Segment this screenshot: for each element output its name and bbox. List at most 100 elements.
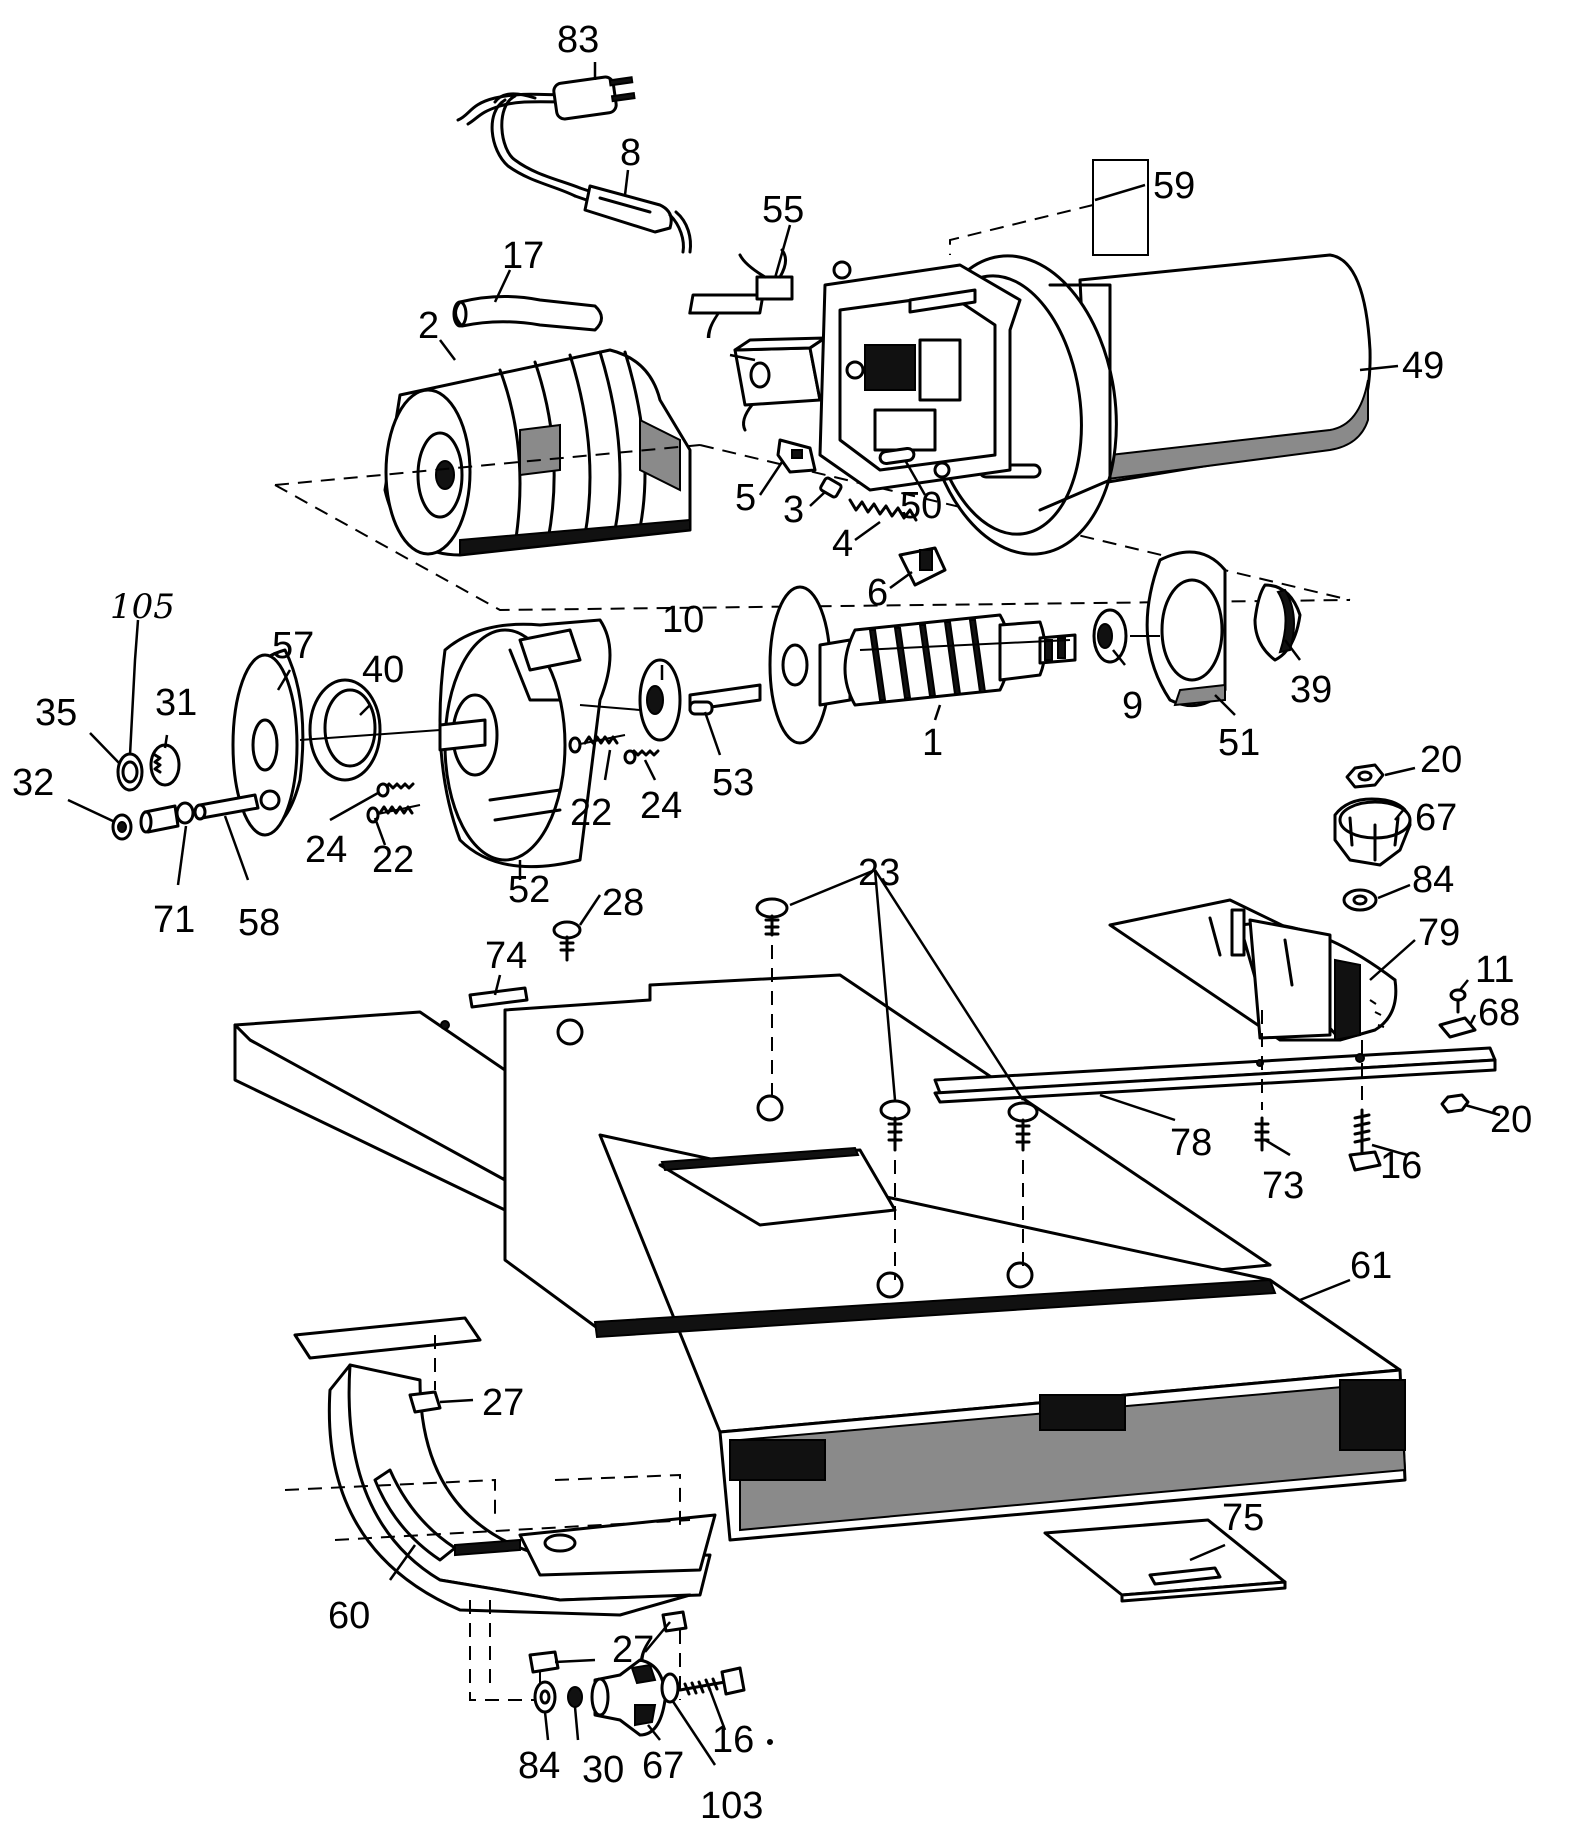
bearing (1092, 608, 1128, 664)
part-label-7: 7 (700, 305, 721, 347)
part-label-57: 57 (272, 625, 314, 667)
part-label-103: 103 (700, 1785, 763, 1827)
part-label-67-top: 67 (1415, 797, 1457, 839)
dashed-guide (334, 1519, 691, 1541)
part-label-8: 8 (620, 132, 641, 174)
part-label-50: 50 (900, 485, 942, 527)
part-label-2: 2 (418, 305, 439, 347)
dashed-guide (469, 1600, 540, 1701)
screw (568, 734, 626, 754)
pin (878, 446, 916, 466)
part-label-27-bottom: 27 (612, 1629, 654, 1671)
part-label-11: 11 (1475, 949, 1514, 991)
screw (1007, 1101, 1039, 1152)
pointer (1438, 1016, 1477, 1039)
square-nut (661, 1610, 688, 1633)
part-label-84-top: 84 (1412, 859, 1454, 901)
washer (116, 752, 144, 792)
part-label-3: 3 (783, 489, 804, 531)
bolt (1348, 1108, 1382, 1172)
throat-plate (1043, 1518, 1287, 1603)
bolt (678, 1666, 746, 1696)
part-label-22-right: 22 (570, 792, 612, 834)
bushing (1253, 583, 1302, 662)
guide-line (299, 729, 441, 741)
knob (590, 1658, 667, 1737)
miter-bar (933, 1046, 1497, 1104)
part-label-67-bottom: 67 (642, 1745, 684, 1787)
part-label-6: 6 (867, 572, 888, 614)
part-label-51: 51 (1218, 722, 1260, 764)
washer (175, 801, 195, 825)
part-label-68: 68 (1478, 992, 1520, 1034)
capacitor (733, 336, 837, 432)
part-label-71: 71 (153, 899, 195, 941)
sleeve (139, 804, 180, 834)
screw (552, 920, 582, 962)
part-label-73: 73 (1262, 1165, 1304, 1207)
part-label-60: 60 (328, 1595, 370, 1637)
part-label-59: 59 (1153, 165, 1195, 207)
leader-lines (67, 62, 1501, 1766)
square-nut (528, 1650, 560, 1674)
part-label-105: 105 (110, 587, 175, 627)
switch (688, 248, 794, 315)
part-label-20-top: 20 (1420, 739, 1462, 781)
part-label-23: 23 (858, 852, 900, 894)
trunnion (293, 1316, 717, 1617)
screw (755, 897, 789, 937)
part-labels: 83 8 55 59 17 2 7 49 5 3 50 4 6 105 57 4… (12, 19, 1532, 1827)
nut (1345, 763, 1385, 789)
part-label-24-left: 24 (305, 829, 347, 871)
baffle (1145, 550, 1227, 708)
part-label-27-top: 27 (482, 1382, 524, 1424)
part-label-28: 28 (602, 882, 644, 924)
part-label-10: 10 (662, 599, 704, 641)
spindle (193, 793, 260, 821)
armature (688, 585, 1077, 745)
nut (1440, 1093, 1470, 1114)
part-label-9: 9 (1122, 685, 1143, 727)
dashed-guide (274, 444, 701, 486)
brush-cap (898, 546, 947, 587)
part-label-55: 55 (762, 189, 804, 231)
speck (767, 1739, 773, 1745)
lock-washer (149, 743, 181, 787)
part-label-4: 4 (832, 523, 853, 565)
pin (468, 986, 529, 1009)
dashed-guide (274, 484, 1351, 612)
part-label-75: 75 (1222, 1497, 1264, 1539)
part-label-83: 83 (557, 19, 599, 61)
gear-case (438, 618, 612, 869)
washer (660, 1672, 680, 1704)
spring (308, 678, 382, 782)
part-label-61: 61 (1350, 1245, 1392, 1287)
screw (879, 1099, 911, 1152)
part-label-53: 53 (712, 762, 754, 804)
guide-line (579, 704, 641, 711)
part-label-16-top: 16 (1380, 1145, 1422, 1187)
part-label-74: 74 (485, 935, 527, 977)
guide-line (859, 639, 1071, 651)
gear-plate (231, 648, 305, 837)
table-top (233, 973, 1407, 1542)
brush-holder (776, 438, 817, 474)
power-cord (456, 75, 692, 254)
part-label-84-bottom: 84 (518, 1745, 560, 1787)
part-label-35: 35 (35, 692, 77, 734)
part-label-78: 78 (1170, 1122, 1212, 1164)
part-label-5: 5 (735, 477, 756, 519)
part-label-39: 39 (1290, 669, 1332, 711)
motor-housing (383, 348, 692, 557)
part-label-20-bottom: 20 (1490, 1099, 1532, 1141)
part-label-1: 1 (922, 722, 943, 764)
lock-washer (567, 1686, 583, 1708)
part-label-58: 58 (238, 902, 280, 944)
screw (376, 782, 415, 798)
part-label-32: 32 (12, 762, 54, 804)
pin (688, 700, 714, 716)
part-label-49: 49 (1402, 345, 1444, 387)
screw (1254, 1116, 1270, 1152)
